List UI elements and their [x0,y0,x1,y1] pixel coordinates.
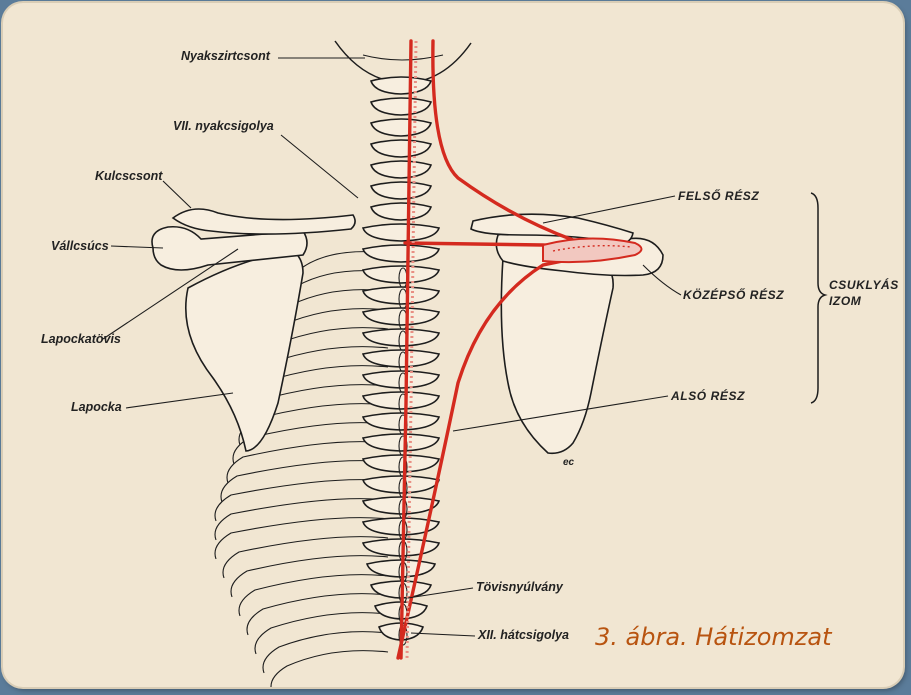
label-kozepso-resz: KÖZÉPSŐ RÉSZ [683,287,784,302]
artist-signature: ec [563,457,575,468]
label-lapockatovis: Lapockatövis [41,332,121,346]
anatomy-diagram: Nyakszirtcsont VII. nyakcsigolya Kulcscs… [3,3,903,687]
label-xii-hatcsigolya: XII. hátcsigolya [477,628,569,642]
label-vii-nyakcsigolya: VII. nyakcsigolya [173,119,274,133]
vertebral-column [363,77,439,645]
rib-line [263,632,388,673]
vertebra [371,203,431,220]
vertebra [371,140,431,157]
rib-line [255,613,388,654]
rib-line [215,499,388,540]
vertebra [371,182,431,199]
rib-line [271,651,388,687]
label-tovisnyulvany: Tövisnyúlvány [476,580,564,594]
label-also-resz: ALSÓ RÉSZ [670,388,745,403]
bracket-brace [811,193,825,403]
vertebra [363,224,439,241]
label-csuklyas: CSUKLYÁS [829,277,899,292]
rib-line [247,594,388,635]
label-izom: IZOM [829,294,862,308]
vertebra [371,77,431,94]
vertebra [371,98,431,115]
label-vallcsucs: Vállcsúcs [51,239,109,253]
figure-caption: 3. ábra. Hátizomzat [595,623,833,651]
label-nyakszirtcsont: Nyakszirtcsont [181,49,271,63]
label-felso-resz: FELSŐ RÉSZ [678,188,759,203]
vertebra [371,119,431,136]
label-lapocka: Lapocka [71,400,122,414]
clavicle-left [173,209,355,234]
vertebra [371,161,431,178]
scapula-left [186,251,303,451]
rib-line [215,480,388,521]
scapula-right [501,258,613,453]
vertebra [363,245,439,262]
label-kulcscsont: Kulcscsont [95,169,163,183]
figure-card: Nyakszirtcsont VII. nyakcsigolya Kulcscs… [3,3,903,687]
rib-line [215,518,388,559]
